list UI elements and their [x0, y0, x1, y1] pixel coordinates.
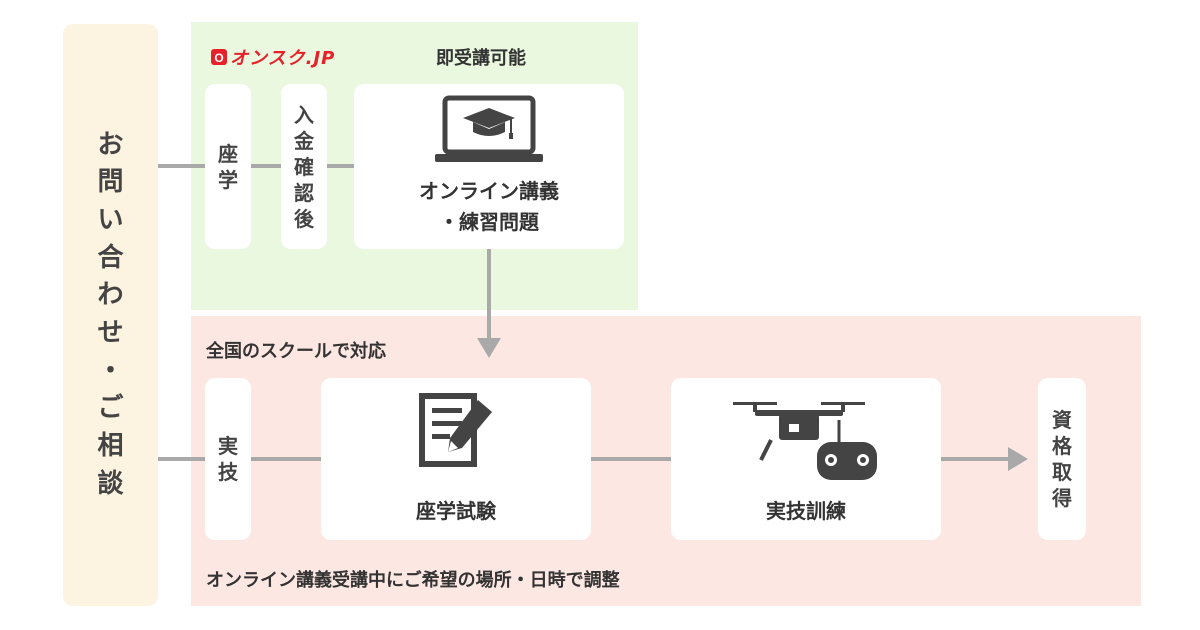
inquiry-char: 合: [97, 242, 124, 273]
arrow-down-icon: [477, 338, 501, 358]
onsuku-logo: O オンスク.JP: [210, 44, 358, 70]
online-lecture-card: オンライン講義 ・練習問題: [354, 84, 624, 249]
training-card: 実技訓練: [671, 378, 941, 540]
after-payment-char: 確: [294, 154, 314, 179]
after-payment-card: 入 金 確 認 後: [281, 84, 327, 249]
study-card: 座 学: [205, 84, 251, 249]
practical-char: 技: [218, 460, 238, 484]
inquiry-char: 相: [97, 431, 124, 462]
inquiry-char: 問: [97, 167, 124, 198]
arrow-right-icon: [1008, 447, 1028, 471]
inquiry-char: ご: [97, 393, 124, 424]
exam-card: 座学試験: [321, 378, 591, 540]
drone-controller-icon: [733, 402, 877, 480]
inquiry-char: ・: [97, 355, 124, 386]
after-payment-char: 入: [294, 102, 314, 127]
certification-char: 取: [1052, 460, 1072, 484]
school-zone-heading: 全国のスクールで対応: [206, 341, 386, 362]
inquiry-char: わ: [97, 280, 124, 311]
logo-mark-icon: O: [211, 49, 227, 65]
laptop-graduation-cap-icon: [435, 95, 543, 162]
practical-card: 実 技: [205, 378, 251, 540]
certification-char: 格: [1052, 434, 1072, 458]
after-payment-char: 後: [294, 206, 314, 231]
exam-label: 座学試験: [416, 499, 496, 523]
svg-text:O: O: [214, 51, 223, 65]
document-pencil-icon: [419, 393, 492, 467]
after-payment-char: 金: [294, 128, 314, 153]
online-zone-heading: 即受講可能: [436, 48, 526, 69]
lecture-label-line2: ・練習問題: [439, 210, 539, 234]
certification-char: 得: [1052, 486, 1072, 510]
inquiry-char: せ: [97, 318, 124, 348]
logo-text: オンスク.JP: [230, 48, 336, 69]
training-label: 実技訓練: [766, 499, 846, 523]
schedule-note: オンライン講義受講中にご希望の場所・日時で調整: [206, 570, 620, 591]
inquiry-column: お 問 い 合 わ せ ・ ご 相 談: [63, 24, 158, 606]
certification-card: 資 格 取 得: [1038, 378, 1086, 540]
certification-char: 資: [1052, 408, 1072, 432]
after-payment-char: 認: [294, 180, 314, 205]
inquiry-char: お: [97, 129, 124, 160]
inquiry-char: 談: [97, 468, 124, 499]
study-char: 座: [218, 141, 238, 166]
inquiry-char: い: [97, 204, 124, 235]
study-char: 学: [218, 167, 238, 192]
practical-char: 実: [218, 434, 238, 458]
lecture-label-line1: オンライン講義: [419, 179, 559, 203]
